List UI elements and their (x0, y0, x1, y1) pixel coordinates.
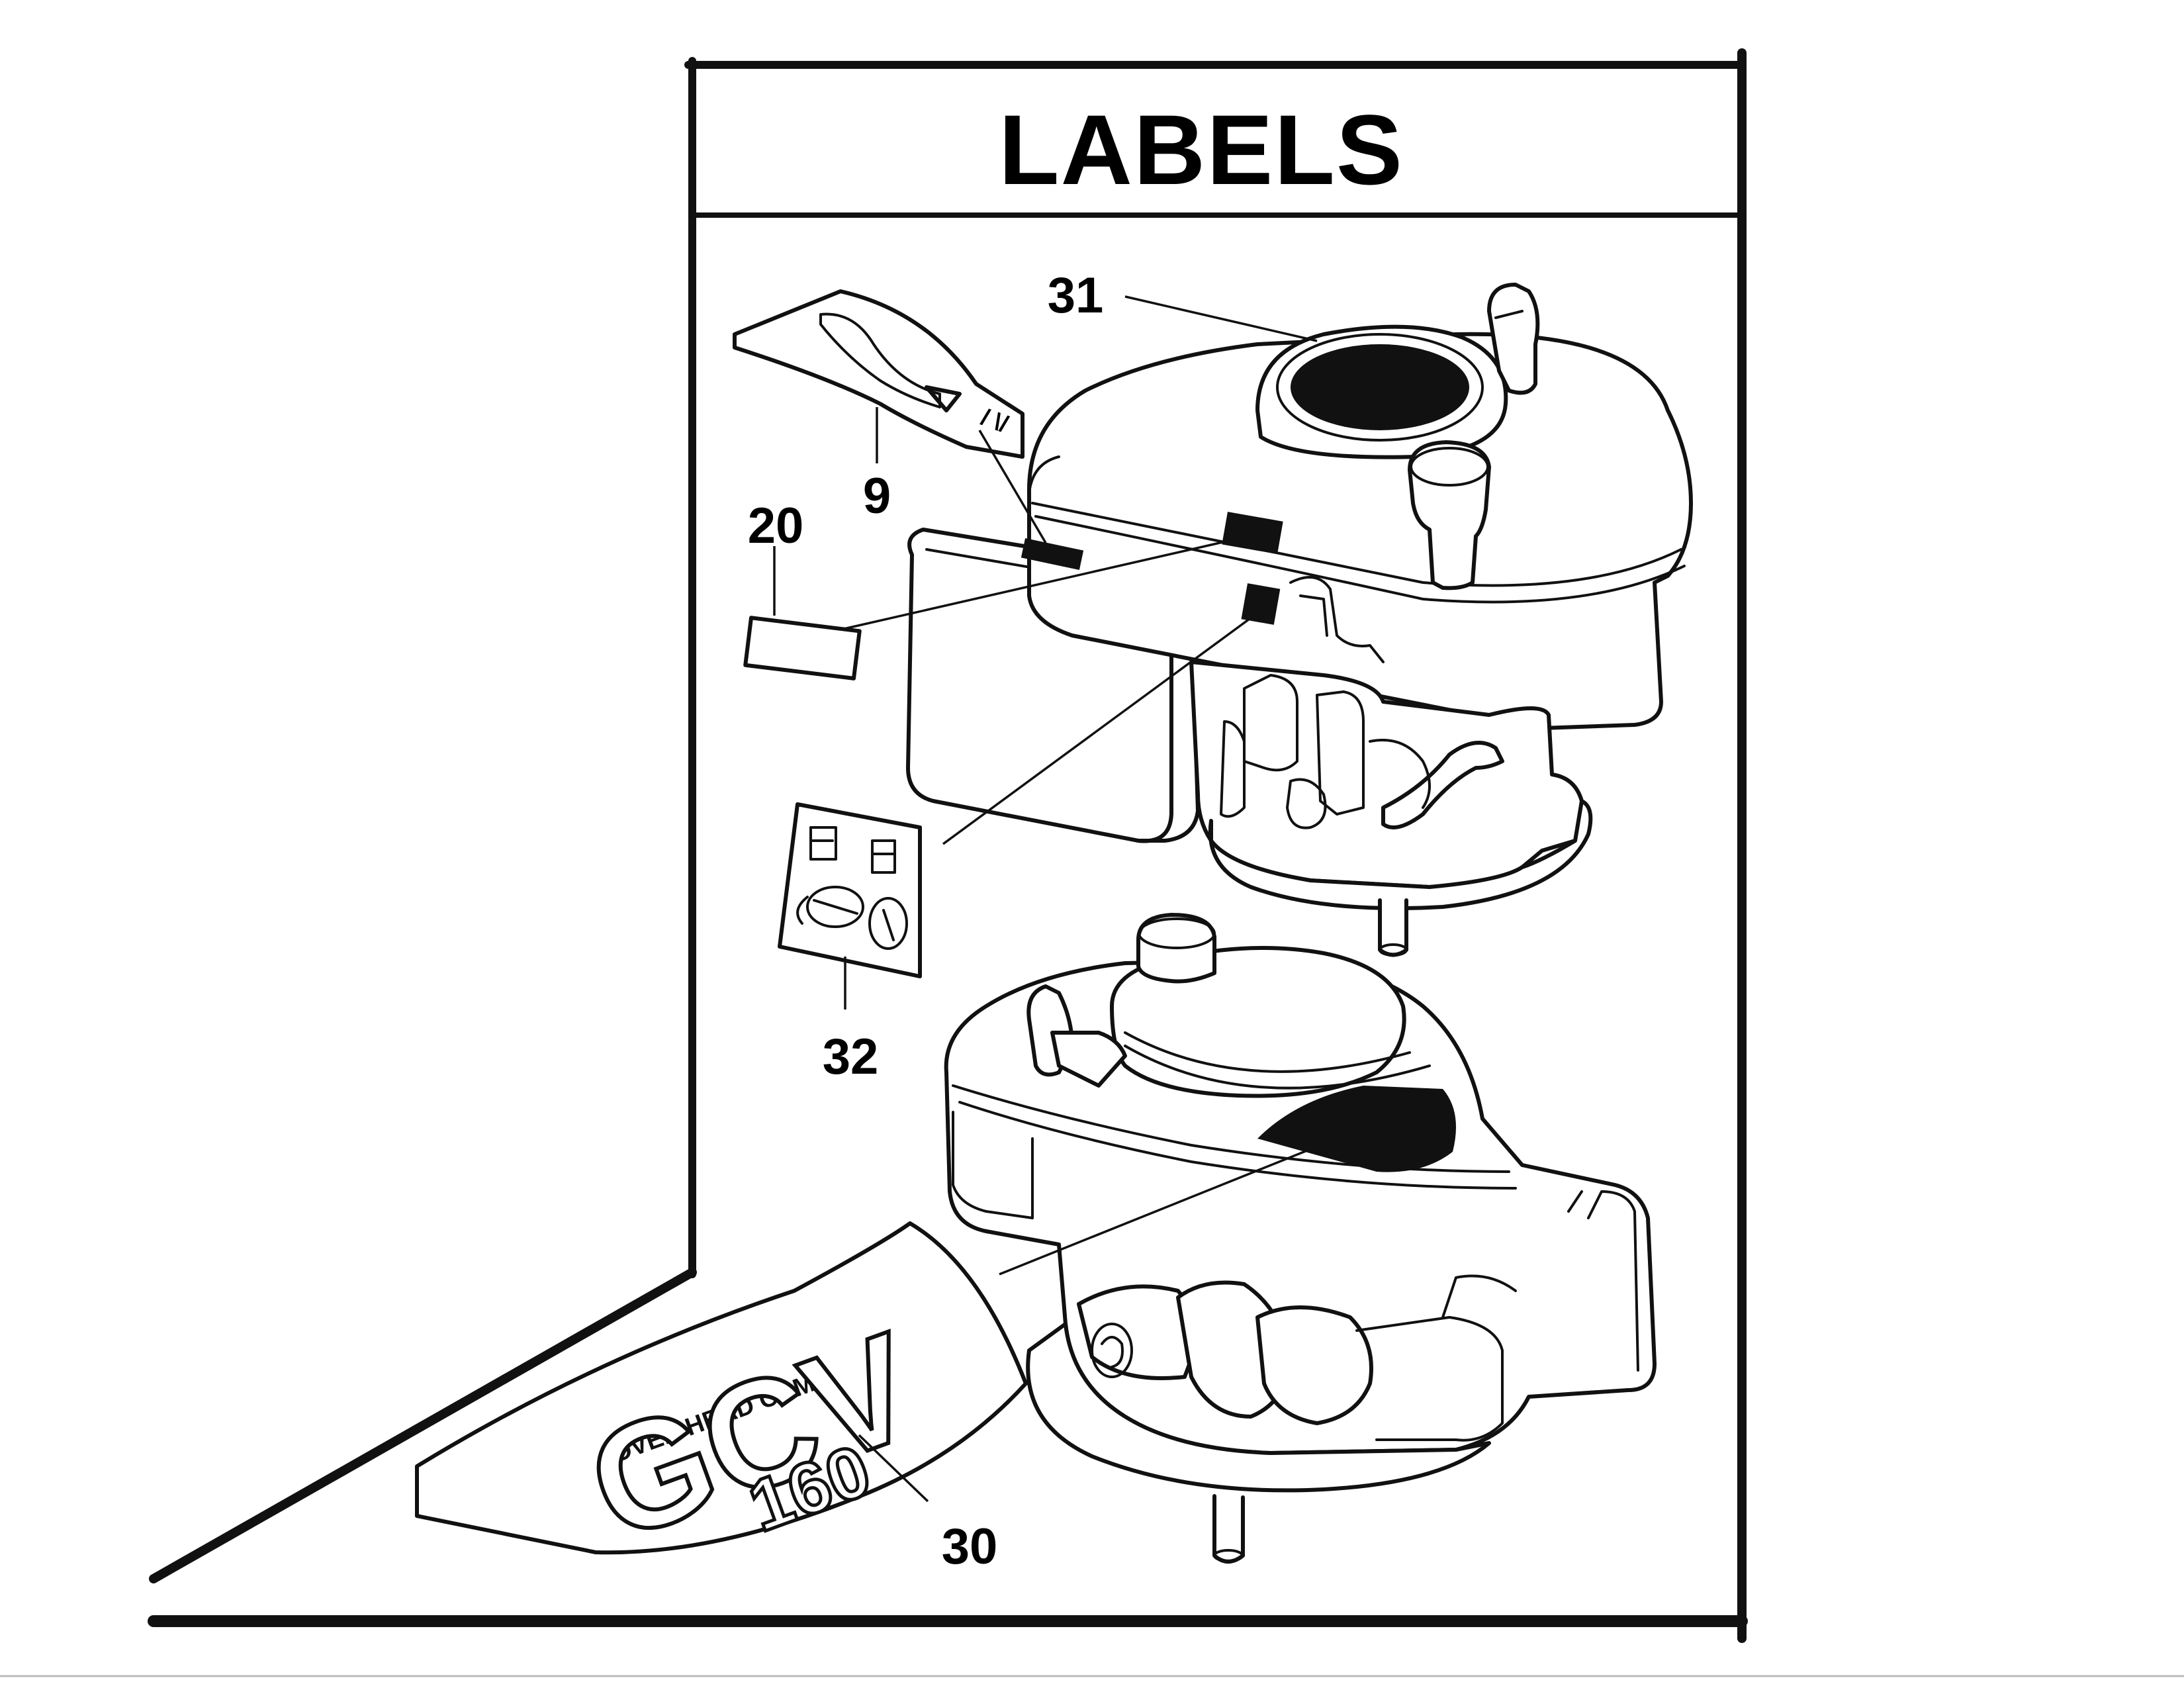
part-9-throttle-decal: / \/ (733, 289, 1024, 459)
diagram-title: LABELS (999, 94, 1404, 205)
part-20-label (743, 616, 862, 680)
leader-lines (773, 295, 1338, 1503)
upper-engine-illustration (906, 283, 1693, 957)
callout-31: 31 (1048, 267, 1104, 324)
callout-labels: 31 9 20 32 30 (748, 267, 1104, 1575)
callout-32: 32 (823, 1029, 879, 1085)
callout-20: 20 (748, 498, 804, 554)
lower-engine-illustration (944, 913, 1657, 1564)
diagram-frame (148, 48, 1748, 1643)
callout-30: 30 (942, 1519, 998, 1575)
part-32-warning-decal (778, 802, 922, 978)
callout-9: 9 (863, 468, 891, 524)
part-30-model-decal: OVER HEAD CAM GCV 160 (415, 1221, 1028, 1575)
